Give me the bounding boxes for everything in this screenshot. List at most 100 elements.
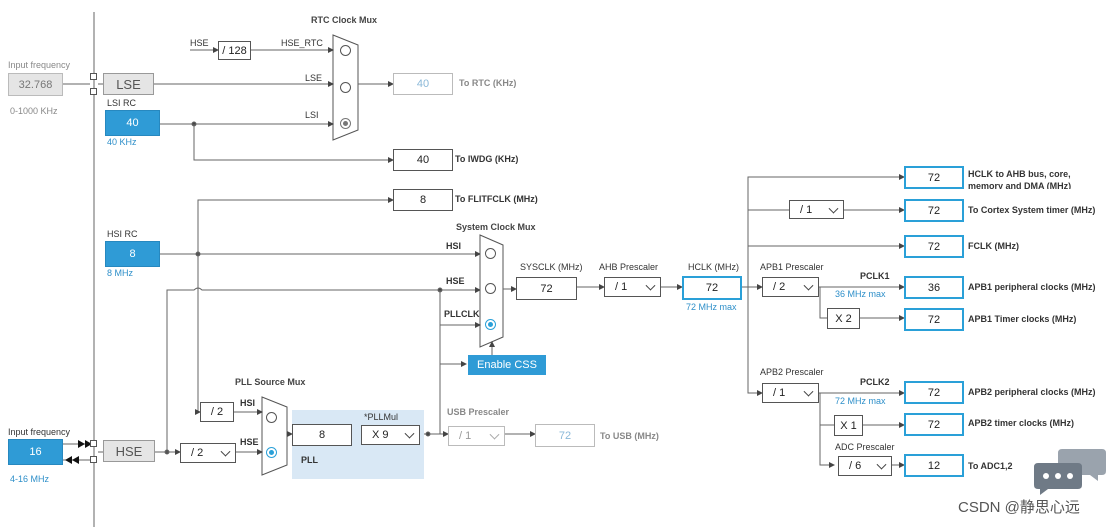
system-clock-mux-title: System Clock Mux [456,222,536,232]
rtc-source-hse-radio[interactable] [340,45,351,56]
chevron-down-icon [803,280,814,291]
sysclk-source-hsi-radio[interactable] [485,248,496,259]
lse-pin-top [90,73,97,80]
hse-input-frequency-field[interactable]: 16 [8,439,63,465]
usb-prescaler-select[interactable]: / 1 [448,426,505,446]
ahb-prescaler-select[interactable]: / 1 [604,277,661,297]
apb1-prescaler-select[interactable]: / 2 [762,277,819,297]
hse-pin-bottom [90,456,97,463]
apb2-prescaler-value: / 1 [773,387,786,399]
lse-input-frequency-label: Input frequency [8,60,71,70]
hse-pin-top [90,440,97,447]
pll-label: PLL [301,455,318,465]
hclk-label: HCLK (MHz) [688,262,739,272]
hclk-ahb-output[interactable]: 72 [904,166,964,189]
usb-prescaler-label: USB Prescaler [447,407,510,417]
pll-input-value: 8 [292,424,352,446]
fclk-output-label: FCLK (MHz) [968,241,1019,251]
lse-block: LSE [103,73,154,95]
hse-prediv-select[interactable]: / 2 [180,443,236,463]
chevron-down-icon [404,428,415,439]
chevron-down-icon [876,459,887,470]
usb-output-value: 72 [535,424,595,447]
sysclk-source-hse-radio[interactable] [485,283,496,294]
hse-prediv-value: / 2 [191,447,204,459]
pll-source-hse-radio[interactable] [266,447,277,458]
lsi-rc-label: LSI RC [107,98,137,108]
pclk2-label: PCLK2 [860,377,890,387]
chat-bubble-icon [1034,449,1106,495]
pll-mux-hsi-label: HSI [240,398,256,408]
hse-block: HSE [103,440,155,462]
hsi-rc-unit: 8 MHz [107,268,134,278]
rtc-lse-label: LSE [305,73,323,83]
pll-multiplier-select[interactable]: X 9 [361,425,420,445]
cortex-timer-output[interactable]: 72 [904,199,964,222]
sysclk-value: 72 [516,277,577,300]
flitf-output-value: 8 [393,189,453,211]
cortex-timer-divider-value: / 1 [800,203,813,216]
pclk1-label: PCLK1 [860,271,890,281]
pll-hsi-divider: / 2 [200,402,234,422]
hclk-max-label: 72 MHz max [686,302,737,312]
lsi-rc-value: 40 [105,110,160,136]
apb2-timer-output[interactable]: 72 [904,413,964,436]
pll-source-hsi-radio[interactable] [266,412,277,423]
pclk1-max-label: 36 MHz max [835,289,886,299]
apb1-timer-output-label: APB1 Timer clocks (MHz) [968,314,1077,324]
adc-output-label: To ADC1,2 [968,461,1013,471]
lse-range-label: 0-1000 KHz [10,106,58,116]
lsi-rc-unit: 40 KHz [107,137,137,147]
cortex-timer-output-label: To Cortex System timer (MHz) [968,205,1096,215]
adc-prescaler-value: / 6 [849,460,862,472]
pll-multiplier-value: X 9 [372,429,389,441]
apb2-prescaler-label: APB2 Prescaler [760,367,824,377]
apb1-prescaler-value: / 2 [773,281,786,293]
chevron-down-icon [489,429,500,440]
csdn-watermark: CSDN @静思心远 [958,499,1080,516]
iwdg-output-label: To IWDG (KHz) [455,154,519,164]
pll-mux-hse-label: HSE [240,437,259,447]
apb2-peripheral-output-label: APB2 peripheral clocks (MHz) [968,387,1096,397]
ahb-prescaler-value: / 1 [615,281,628,293]
pll-source-mux-title: PLL Source Mux [235,377,306,387]
hclk-value[interactable]: 72 [682,276,742,300]
rtc-source-lse-radio[interactable] [340,82,351,93]
apb2-timer-multiplier: X 1 [834,415,863,436]
apb2-peripheral-output[interactable]: 72 [904,381,964,404]
lse-pin-bottom [90,88,97,95]
hsi-rc-label: HSI RC [107,229,138,239]
sysclk-source-pllclk-radio[interactable] [485,319,496,330]
flitf-output-label: To FLITFCLK (MHz) [455,194,538,204]
chevron-down-icon [220,446,231,457]
rtc-hse-rtc-label: HSE_RTC [281,38,323,48]
apb1-peripheral-output[interactable]: 36 [904,276,964,299]
rtc-output-label: To RTC (KHz) [459,78,517,88]
lse-input-frequency-field[interactable]: 32.768 [8,73,63,96]
hsi-rc-value: 8 [105,241,160,267]
rtc-mux-title: RTC Clock Mux [311,15,378,25]
hse-range-label: 4-16 MHz [10,474,50,484]
apb2-prescaler-select[interactable]: / 1 [762,383,819,403]
cortex-timer-divider-select[interactable]: / 1 [789,200,844,219]
apb1-prescaler-label: APB1 Prescaler [760,262,824,272]
adc-output[interactable]: 12 [904,454,964,477]
rtc-lsi-label: LSI [305,110,319,120]
enable-css-button[interactable]: Enable CSS [468,355,546,375]
sysclk-label: SYSCLK (MHz) [520,262,583,272]
apb1-timer-multiplier: X 2 [827,308,860,329]
fclk-output[interactable]: 72 [904,235,964,258]
adc-prescaler-select[interactable]: / 6 [838,456,892,476]
hse-input-frequency-label: Input frequency [8,427,71,437]
usb-prescaler-value: / 1 [459,430,472,442]
rtc-output-value: 40 [393,73,453,95]
iwdg-output-value: 40 [393,149,453,171]
sys-mux-hse-label: HSE [446,276,465,286]
chevron-down-icon [645,280,656,291]
apb1-timer-output[interactable]: 72 [904,308,964,331]
rtc-source-lsi-radio[interactable] [340,118,351,129]
sys-mux-pllclk-label: PLLCLK [444,309,480,319]
chevron-down-icon [803,386,814,397]
ahb-prescaler-label: AHB Prescaler [599,262,659,272]
